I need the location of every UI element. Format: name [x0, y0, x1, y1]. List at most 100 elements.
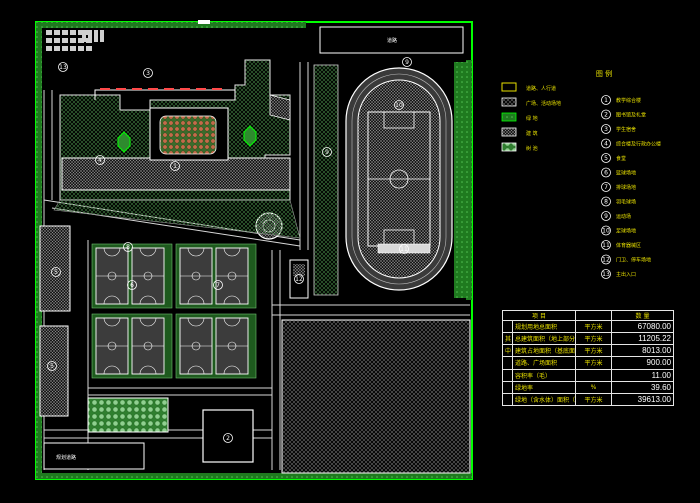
parking-slot	[86, 46, 92, 51]
label-ring-icon	[601, 182, 611, 192]
site-number-label: 10	[395, 102, 403, 109]
top-road	[319, 26, 464, 54]
label-ring-icon	[127, 280, 137, 290]
legend-item-number: 10	[602, 228, 610, 235]
table-header: 项 目 数 量	[501, 310, 675, 321]
legend-item-number: 12	[602, 257, 610, 264]
table-item-cell: 规划用地总面积	[511, 319, 577, 334]
label-ring-icon	[601, 167, 611, 178]
court-arc	[103, 247, 121, 257]
central-lawn	[53, 199, 301, 239]
court-arc	[103, 295, 121, 305]
court-center-circle	[107, 271, 117, 281]
label-ring-icon	[223, 433, 233, 443]
table-value-cell: 11.00	[611, 368, 675, 382]
label-ring-icon	[95, 155, 105, 165]
site-number-label: 3	[146, 70, 150, 77]
site-number-label: 12	[295, 276, 303, 283]
legend-swatch-label: 广场、活动场地	[526, 100, 561, 107]
court-arc	[103, 365, 121, 375]
legend-item-label: 篮球场地	[616, 170, 636, 177]
label-ring-icon	[213, 280, 223, 290]
label-ring-icon	[294, 274, 304, 284]
label-ring-icon	[51, 267, 61, 277]
legend-item-label: 排球场地	[616, 184, 636, 191]
label-ring-icon	[601, 225, 611, 236]
label-ring-icon	[394, 100, 404, 110]
court-center-circle	[191, 341, 201, 351]
table-item-cell: 绿地（含水体）面积（平方米）	[511, 392, 577, 407]
label-ring-icon	[47, 361, 57, 371]
legend-item-number: 7	[604, 184, 608, 191]
basketball-courts	[91, 243, 257, 379]
legend-item-number: 2	[604, 112, 608, 119]
legend-item-label: 体育器械区	[616, 242, 641, 249]
table-unit-cell: 平方米	[575, 319, 613, 334]
parking-slot	[54, 30, 60, 35]
roof-marker	[148, 88, 158, 90]
legend-item-number: 11	[602, 242, 610, 249]
road-swatch-icon	[501, 82, 517, 92]
legend-item-label: 图书馆及礼堂	[616, 112, 646, 119]
parking-slot	[46, 38, 52, 43]
table-group-cell	[502, 368, 513, 382]
parking-slot	[62, 38, 68, 43]
legend-item-number: 1	[604, 97, 608, 104]
label-ring-icon	[170, 161, 180, 171]
green-swatch-icon	[501, 112, 517, 122]
legend-item-label: 教学综合楼	[616, 97, 641, 104]
table-header-quantity: 数 量	[611, 310, 675, 321]
parking-slot	[100, 30, 104, 42]
parking-slot	[94, 30, 98, 42]
site-number-label: 9	[325, 149, 329, 156]
roof-marker	[180, 88, 190, 90]
table-group-cell	[502, 392, 513, 407]
table-unit-cell: 平方米	[575, 344, 613, 358]
parking-slot	[88, 30, 92, 42]
label-ring-icon	[601, 124, 611, 134]
label-ring-icon	[601, 196, 611, 207]
tree-swatch-icon	[501, 142, 517, 152]
label-ring-icon	[601, 138, 611, 149]
parking-slot	[46, 30, 52, 35]
table-row: 绿地率%39.60	[502, 380, 675, 394]
table-value-cell: 900.00	[611, 356, 675, 370]
roof-marker	[100, 88, 110, 90]
table-group-cell	[502, 356, 513, 370]
legend-item-label: 主出入口	[616, 271, 636, 278]
table-item-cell: 建筑占地面积（基底面积）	[511, 344, 577, 358]
roof-marker	[116, 88, 126, 90]
equipment-house	[289, 259, 309, 299]
roof-marker	[212, 88, 222, 90]
legend-item-number: 4	[604, 141, 608, 148]
label-ring-icon	[601, 109, 611, 120]
label-ring-icon	[601, 269, 611, 279]
site-number-label: 9	[405, 59, 409, 66]
table-group-cell: 其	[502, 332, 513, 346]
court-center-circle	[227, 341, 237, 351]
tree-grove	[87, 397, 169, 433]
legend-item-label: 食堂	[616, 155, 626, 162]
parking-slot	[78, 30, 84, 35]
site-number-label: 5	[50, 363, 54, 370]
roof-marker	[164, 88, 174, 90]
parking-slot	[54, 38, 60, 43]
court-arc	[223, 317, 241, 327]
top-road-label: 道路	[387, 37, 397, 44]
legend-swatches	[501, 82, 517, 152]
court-center-circle	[191, 271, 201, 281]
court-center-circle	[143, 271, 153, 281]
parking-slot	[62, 46, 68, 51]
court-arc	[139, 295, 157, 305]
court-center-circle	[227, 271, 237, 281]
legend-item-label: 羽毛球场	[616, 199, 636, 206]
paving-swatch-icon	[501, 97, 517, 107]
legend-item-label: 足球场地	[616, 228, 636, 235]
legend-swatch-label: 道路、人行道	[526, 85, 556, 92]
court-arc	[187, 365, 205, 375]
